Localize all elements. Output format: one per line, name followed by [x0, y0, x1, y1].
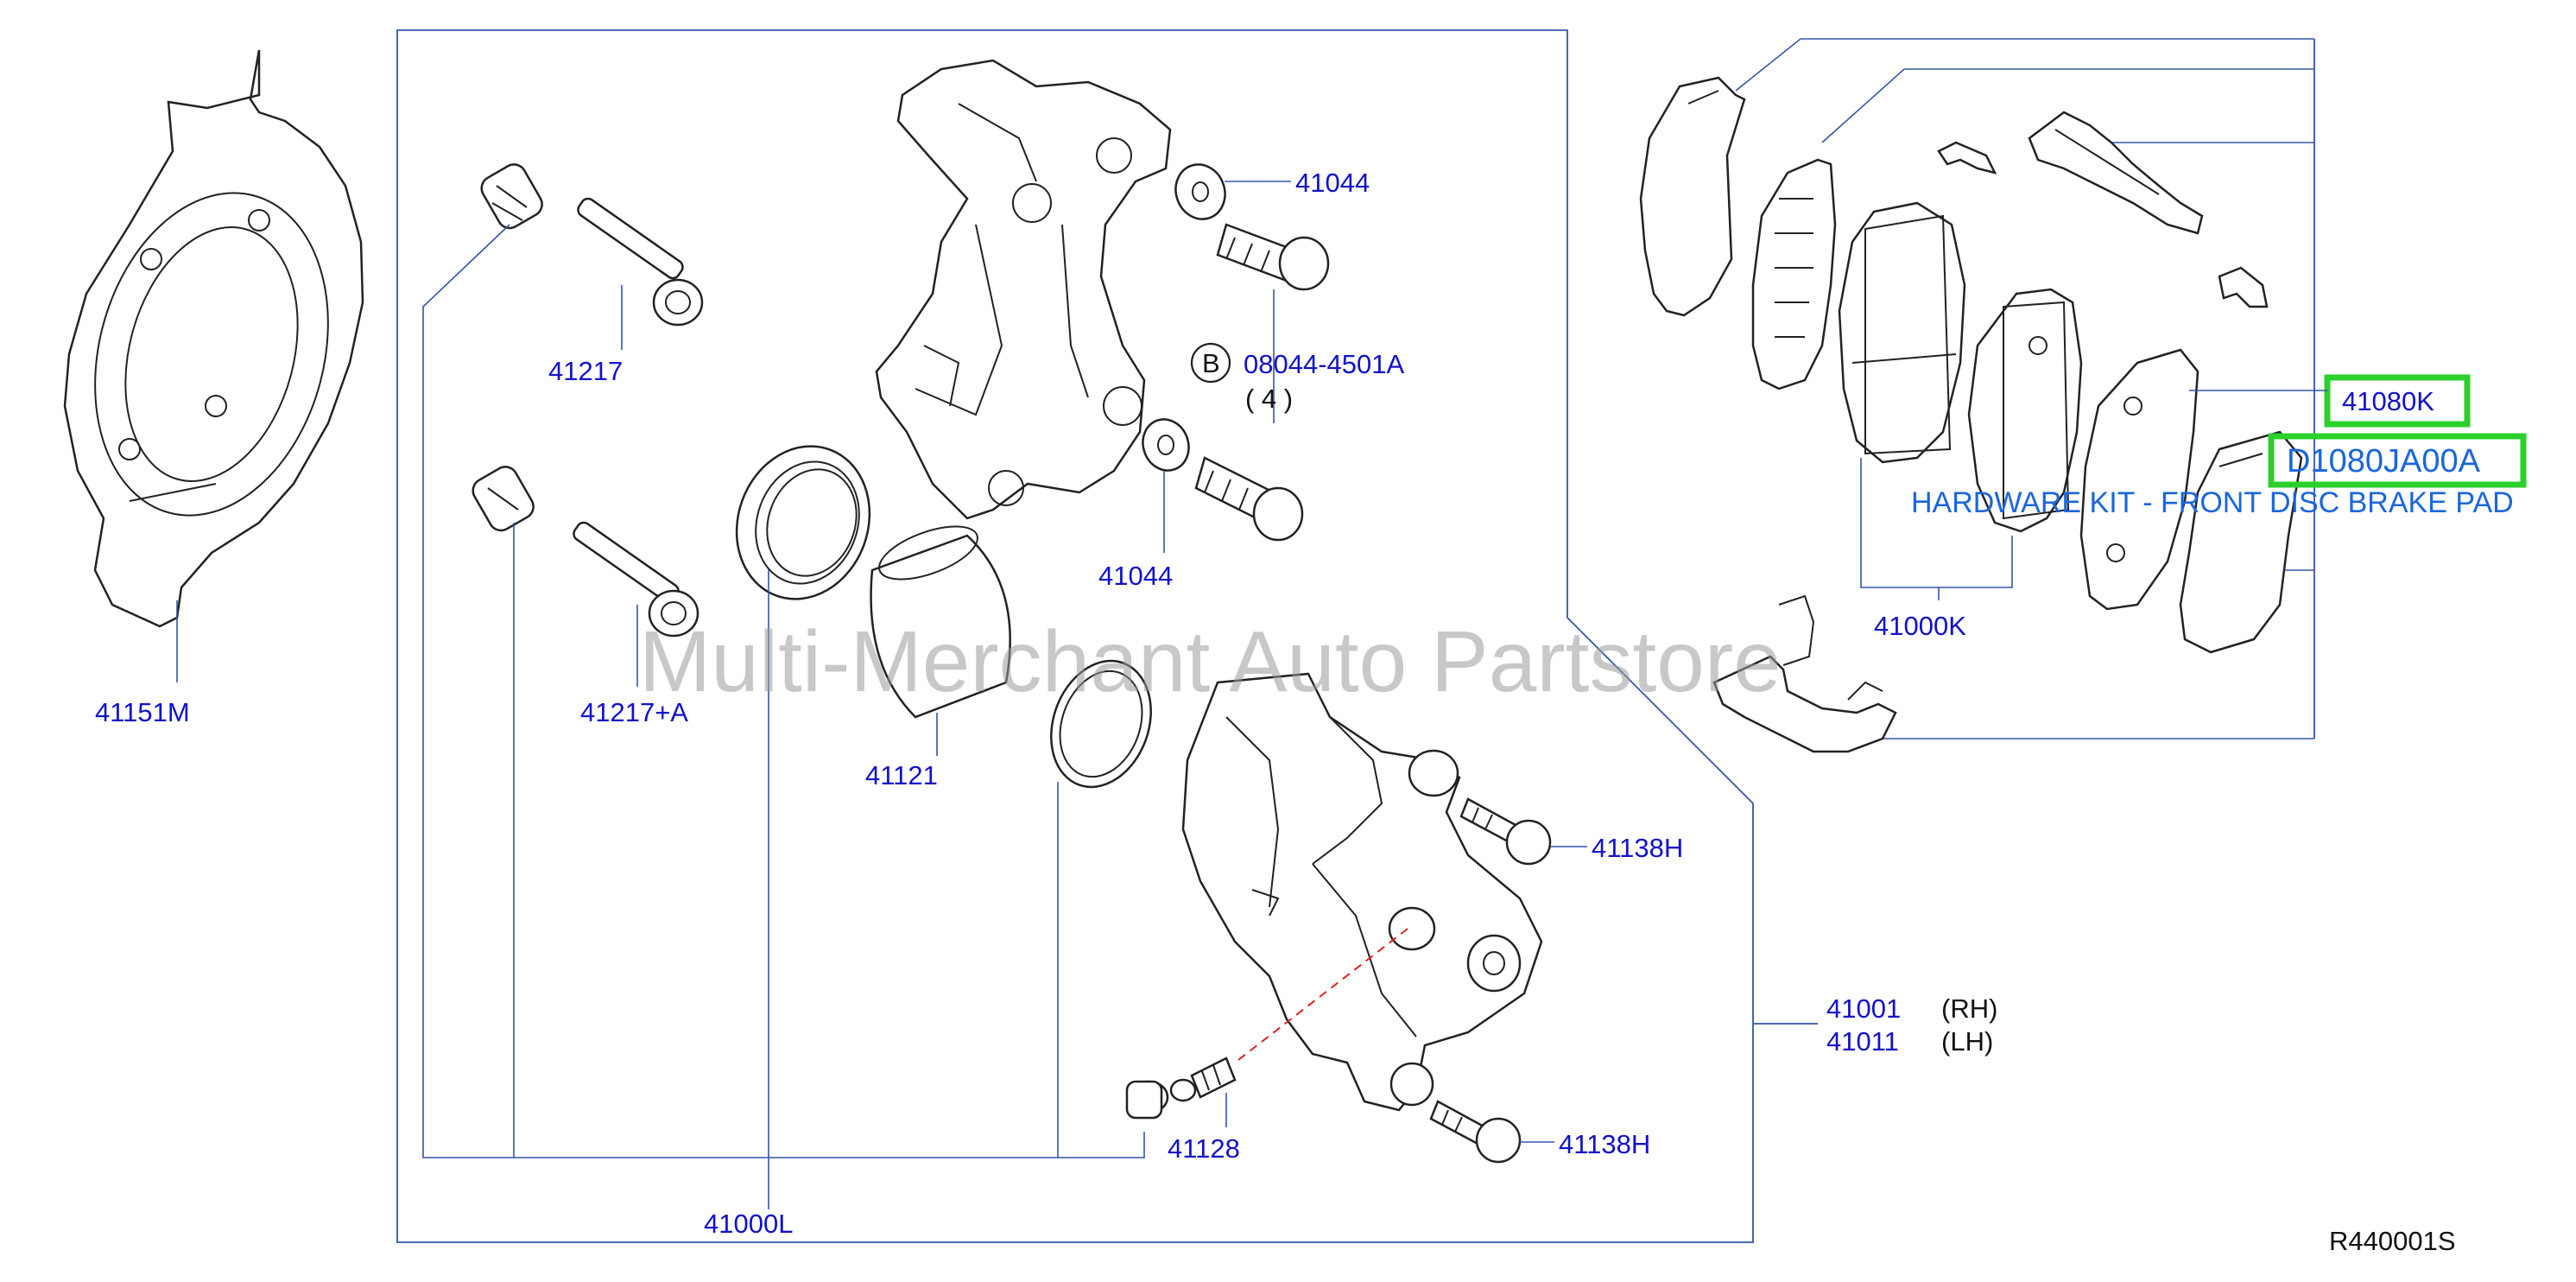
label-41138h-top: 41138H — [1592, 833, 1683, 863]
bolt-bottom-part[interactable] — [1194, 456, 1304, 542]
label-41000l: 41000L — [704, 1209, 793, 1239]
pad-shim-outer-part[interactable] — [1639, 76, 1746, 317]
guide-pin-41217-part[interactable] — [478, 160, 704, 327]
label-qty-4: ( 4 ) — [1245, 384, 1293, 414]
pad-clip-small-part[interactable] — [2218, 266, 2269, 308]
hardware-kit-annotation: HARDWARE KIT - FRONT DISC BRAKE PAD — [1911, 486, 2514, 519]
bracket-41000l — [422, 224, 1145, 1158]
caliper-body-part[interactable] — [1181, 672, 1543, 1112]
highlight-box-41080k — [2324, 374, 2471, 428]
label-d1080ja00a[interactable]: D1080JA00A — [2287, 443, 2481, 479]
label-41121: 41121 — [865, 760, 938, 790]
label-41000k: 41000K — [1874, 611, 1966, 641]
piston-part[interactable] — [870, 516, 1011, 719]
pad-clip-top-part[interactable] — [1937, 141, 1997, 175]
dust-shield-part[interactable] — [60, 49, 364, 628]
pad-retainer-bottom-part[interactable] — [1712, 594, 1897, 753]
badge-b-circle — [1190, 342, 1231, 384]
pad-backing-shim-part[interactable] — [2079, 348, 2199, 611]
highlight-box-d1080ja00a — [2268, 433, 2527, 488]
badge-b: B — [1202, 348, 1220, 378]
torque-member-part[interactable] — [875, 59, 1172, 520]
caliper-group-frame — [396, 29, 1754, 1243]
label-41128: 41128 — [1168, 1133, 1240, 1164]
label-41138h-bottom: 41138H — [1559, 1129, 1650, 1159]
label-rh: (RH) — [1941, 993, 1997, 1024]
label-41044-top: 41044 — [1295, 168, 1370, 198]
label-41217: 41217 — [548, 356, 623, 386]
piston-seal-part[interactable] — [716, 428, 891, 618]
label-41151m: 41151M — [95, 697, 190, 727]
bleeder-screw-part[interactable] — [1125, 1057, 1237, 1120]
diagram-reference: R440001S — [2329, 1226, 2456, 1256]
pad-shim-inner-part[interactable] — [1751, 158, 1837, 390]
brake-pad-outer-part[interactable] — [1838, 201, 1966, 464]
bleeder-axis — [1234, 928, 1408, 1063]
label-41044-bottom: 41044 — [1098, 561, 1173, 591]
watermark-text: Multi-Merchant Auto Partstore — [639, 613, 1782, 710]
label-lh: (LH) — [1941, 1026, 1993, 1057]
washer-bottom-part[interactable] — [1136, 413, 1195, 477]
caliper-bolt-bottom-part[interactable] — [1429, 1100, 1522, 1164]
label-41217a: 41217+A — [580, 697, 688, 727]
label-41001: 41001 — [1826, 993, 1901, 1024]
pad-backing-plate-part[interactable] — [2179, 430, 2303, 654]
label-41080k[interactable]: 41080K — [2342, 386, 2434, 416]
pad-spring-top-part[interactable] — [2028, 111, 2204, 235]
label-08044-4501a: 08044-4501A — [1244, 349, 1404, 379]
bolt-top-part[interactable] — [1216, 223, 1330, 291]
piston-boot-part[interactable] — [1035, 647, 1168, 802]
caliper-bolt-top-part[interactable] — [1459, 797, 1552, 866]
brake-pad-inner-part[interactable] — [1967, 288, 2083, 533]
label-41011: 41011 — [1826, 1026, 1899, 1057]
washer-top-part[interactable] — [1168, 157, 1233, 225]
guide-pin-41217a-part[interactable] — [469, 462, 699, 638]
